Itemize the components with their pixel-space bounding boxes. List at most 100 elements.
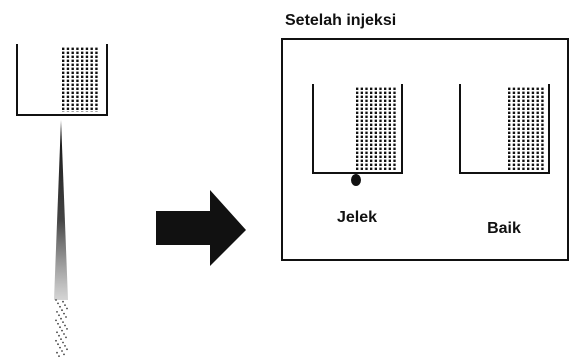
spray-dot — [63, 312, 65, 315]
stripe-gap — [507, 110, 547, 112]
stripe-gap — [355, 126, 399, 128]
stripe-gap — [507, 94, 547, 96]
stripe-gap — [355, 130, 399, 132]
stripe-gap — [507, 142, 547, 144]
stripe-gap — [355, 162, 399, 164]
result-frame — [281, 38, 569, 261]
bad-result-stripes — [355, 86, 399, 170]
stripe-gap — [61, 62, 101, 64]
stripe-gap — [61, 90, 101, 92]
spray-dot — [60, 338, 62, 340]
stripe-gap — [61, 46, 101, 48]
good-result-container — [459, 84, 550, 174]
spray-dot — [58, 314, 60, 317]
spray-dot — [55, 339, 57, 342]
stripe-gap — [507, 114, 547, 116]
stripe-gap — [507, 90, 547, 92]
bad-result-container — [312, 84, 403, 186]
stripe-gap — [507, 154, 547, 156]
stripe-bar — [374, 86, 377, 170]
stripe-gap — [507, 166, 547, 168]
spray-dot — [61, 309, 63, 312]
stripe-gap — [355, 90, 399, 92]
stripe-gap — [61, 70, 101, 72]
spray-dot — [56, 311, 58, 313]
stripe-gap — [355, 150, 399, 152]
stripe-gap — [61, 98, 101, 100]
stripe-gap — [61, 102, 101, 104]
stripe-gap — [355, 122, 399, 124]
stripe-gap — [355, 142, 399, 144]
stripe-gap — [355, 158, 399, 160]
spray-dot — [64, 304, 66, 306]
stripe-gap — [507, 162, 547, 164]
stripe-gap — [507, 146, 547, 148]
stripe-gap — [355, 154, 399, 156]
stripe-gap — [61, 82, 101, 84]
spray-dot — [61, 329, 63, 332]
stripe-gap — [61, 58, 101, 60]
spray-dot — [62, 341, 64, 344]
result-title: Setelah injeksi — [285, 12, 396, 29]
stripe-gap — [507, 106, 547, 108]
bad-label: Jelek — [337, 209, 377, 226]
spray-dot — [66, 348, 68, 351]
stripe-gap — [355, 138, 399, 140]
spray-dot — [63, 333, 65, 335]
stripe-bar — [531, 86, 535, 170]
stripe-gap — [61, 110, 101, 112]
stripe-gap — [61, 86, 101, 88]
spray-dot — [60, 317, 62, 320]
spray-dot — [59, 305, 61, 308]
stripe-bar — [393, 86, 396, 170]
stripe-gap — [507, 134, 547, 136]
stripe-bar — [517, 86, 520, 170]
stripe-gap — [507, 86, 547, 88]
stripe-bar — [365, 86, 368, 170]
spray-dot — [64, 345, 66, 347]
stripe-gap — [507, 118, 547, 120]
spray-dot — [58, 334, 60, 337]
spray-dot — [57, 302, 59, 305]
droplet-icon — [351, 174, 361, 186]
spray-dot — [62, 300, 64, 303]
right-arrow-icon — [156, 190, 246, 266]
spray-dot — [57, 343, 59, 346]
stripe-gap — [61, 54, 101, 56]
spray-dot — [65, 336, 67, 339]
stripe-gap — [355, 94, 399, 96]
stripe-bar — [512, 86, 516, 170]
stripe-gap — [507, 98, 547, 100]
stripe-bar — [388, 86, 391, 170]
stripe-gap — [507, 102, 547, 104]
spray-dot — [61, 350, 63, 352]
stripe-gap — [507, 126, 547, 128]
stripe-gap — [61, 78, 101, 80]
stripe-gap — [355, 106, 399, 108]
stripe-bar — [370, 86, 373, 170]
stripe-gap — [355, 118, 399, 120]
stripe-gap — [355, 134, 399, 136]
spray-dot — [59, 346, 61, 349]
spray-dot — [57, 322, 59, 325]
stripe-bar — [541, 86, 544, 170]
spray-dot — [66, 328, 68, 330]
stripe-gap — [507, 158, 547, 160]
stripe-bar — [527, 86, 530, 170]
before-container — [16, 44, 108, 116]
stripe-gap — [355, 102, 399, 104]
spray-dot — [64, 324, 66, 327]
stripe-gap — [507, 130, 547, 132]
stripe-bar — [522, 86, 525, 170]
stripe-gap — [355, 98, 399, 100]
stripe-gap — [355, 86, 399, 88]
spray-dot — [55, 319, 57, 322]
stripe-bar — [379, 86, 382, 170]
stripe-gap — [507, 150, 547, 152]
stripe-gap — [355, 166, 399, 168]
stripe-gap — [61, 74, 101, 76]
spray-dot — [65, 316, 67, 318]
good-result-stripes — [507, 86, 547, 170]
stripe-bar — [356, 86, 359, 170]
